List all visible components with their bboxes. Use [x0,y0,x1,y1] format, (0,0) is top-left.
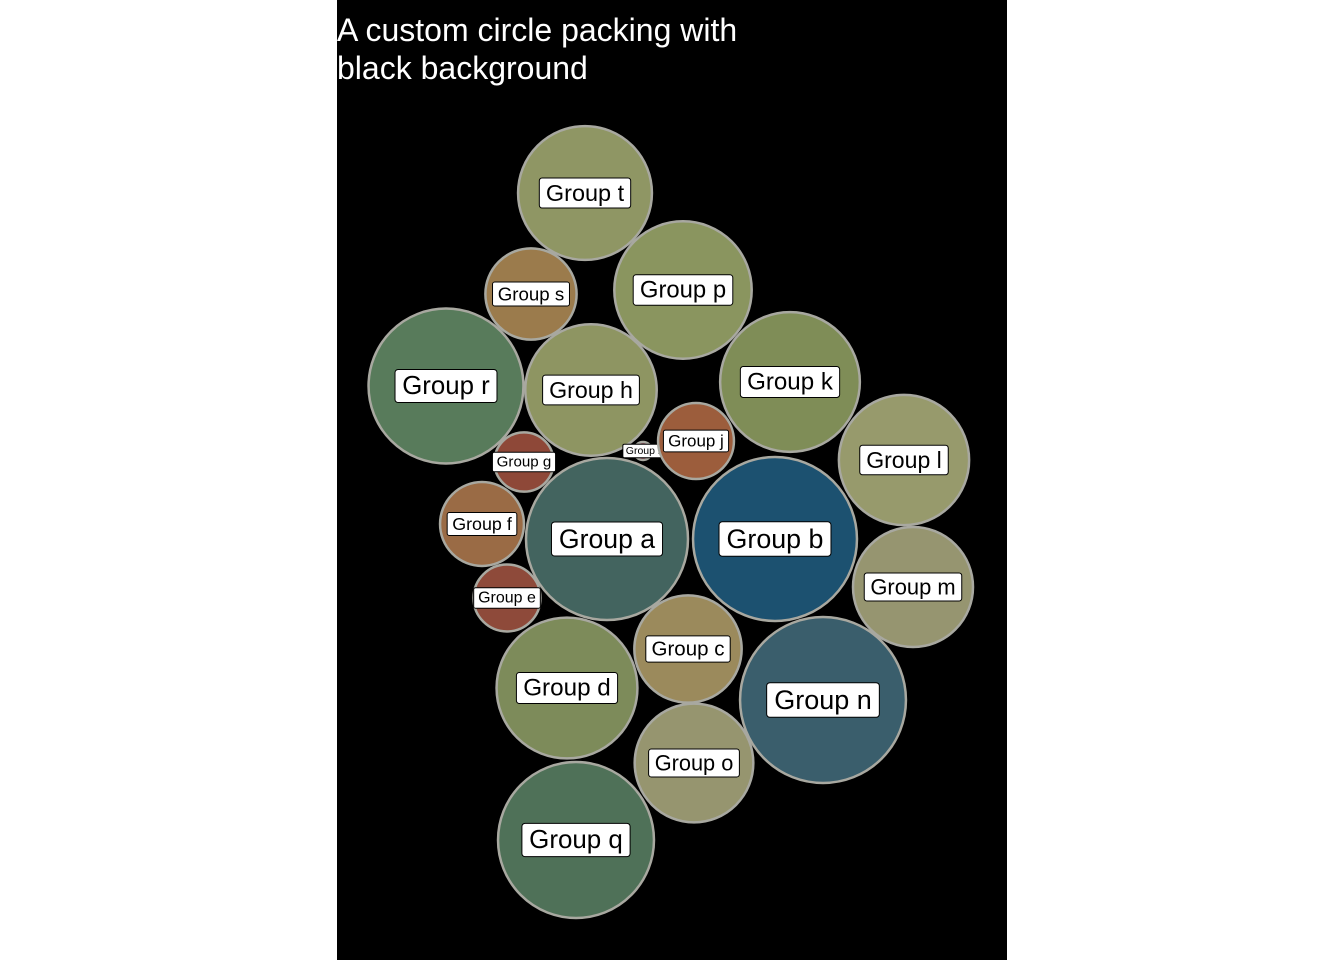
bubble-label: Group t [546,180,625,206]
bubble-label: Group f [452,514,512,534]
bubble-group-p: Group p [613,220,753,360]
bubble-label-box [645,635,731,663]
bubble-group-t: Group t [516,124,654,262]
bubble-label: Group g [497,454,552,471]
bubble-label: Group b [727,524,824,554]
bubble-group-i: Group i [622,440,664,462]
bubble-group-j: Group j [656,401,736,481]
bubble-label: Group d [523,675,611,702]
bubble-label-box [473,587,541,609]
bubble-group-c: Group c [633,594,743,704]
bubble-label-box [538,177,632,209]
bubble-label-box [718,521,832,557]
bubble-group-a: Group a [524,456,690,622]
bubble-group-s: Group s [484,247,578,341]
bubble-label: Group c [652,638,725,661]
bubble-label-box [446,512,518,536]
bubble-label: Group s [498,284,564,305]
bubble-label: Group p [640,277,726,304]
bubble-group-f: Group f [438,480,526,568]
bubble-label: Group k [747,369,834,396]
bubble-label: Group a [559,524,655,554]
bubble-label: Group q [529,826,623,854]
bubble-label-box [632,274,734,306]
bubble-group-l: Group l [837,393,971,527]
bubble-group-r: Group r [367,307,525,465]
bubble-group-h: Group h [524,323,658,457]
bubble-label: Group o [655,751,734,776]
bubble-group-e: Group e [472,563,542,633]
bubble-group-q: Group q [496,760,656,920]
bubble-label: Group j [668,432,724,451]
bubble-group-m: Group m [851,525,975,649]
bubble-label-box [394,368,498,404]
bubble-group-n: Group n [738,615,908,785]
bubble-label-box [863,572,963,602]
bubble-label-box [739,366,841,398]
bubble-group-k: Group k [718,310,862,454]
bubble-label-box [859,444,949,476]
bubble-label-box [662,429,730,453]
bubble-group-b: Group b [691,455,859,623]
bubble-group-g: Group g [491,431,557,493]
bubble-label: Group r [402,372,490,400]
bubble-label: Group h [549,377,633,403]
bubble-label: Group e [478,590,536,607]
bubble-label: Group l [866,447,942,473]
bubble-label-box [515,671,619,705]
bubble-label-box [491,451,557,473]
bubble-label: Group n [774,685,872,715]
bubble-label-box [550,521,664,557]
chart-title: A custom circle packing with black backg… [337,12,738,86]
bubble-label-box [766,682,880,718]
bubble-group-o: Group o [633,702,755,824]
bubble-label-box [542,374,640,406]
bubble-label-box [648,748,740,778]
bubble-label: Group m [870,575,955,600]
bubble-group-d: Group d [495,616,639,760]
bubble-label-box [492,281,570,307]
bubble-label: Group i [626,445,660,457]
bubble-label-box [521,822,631,858]
